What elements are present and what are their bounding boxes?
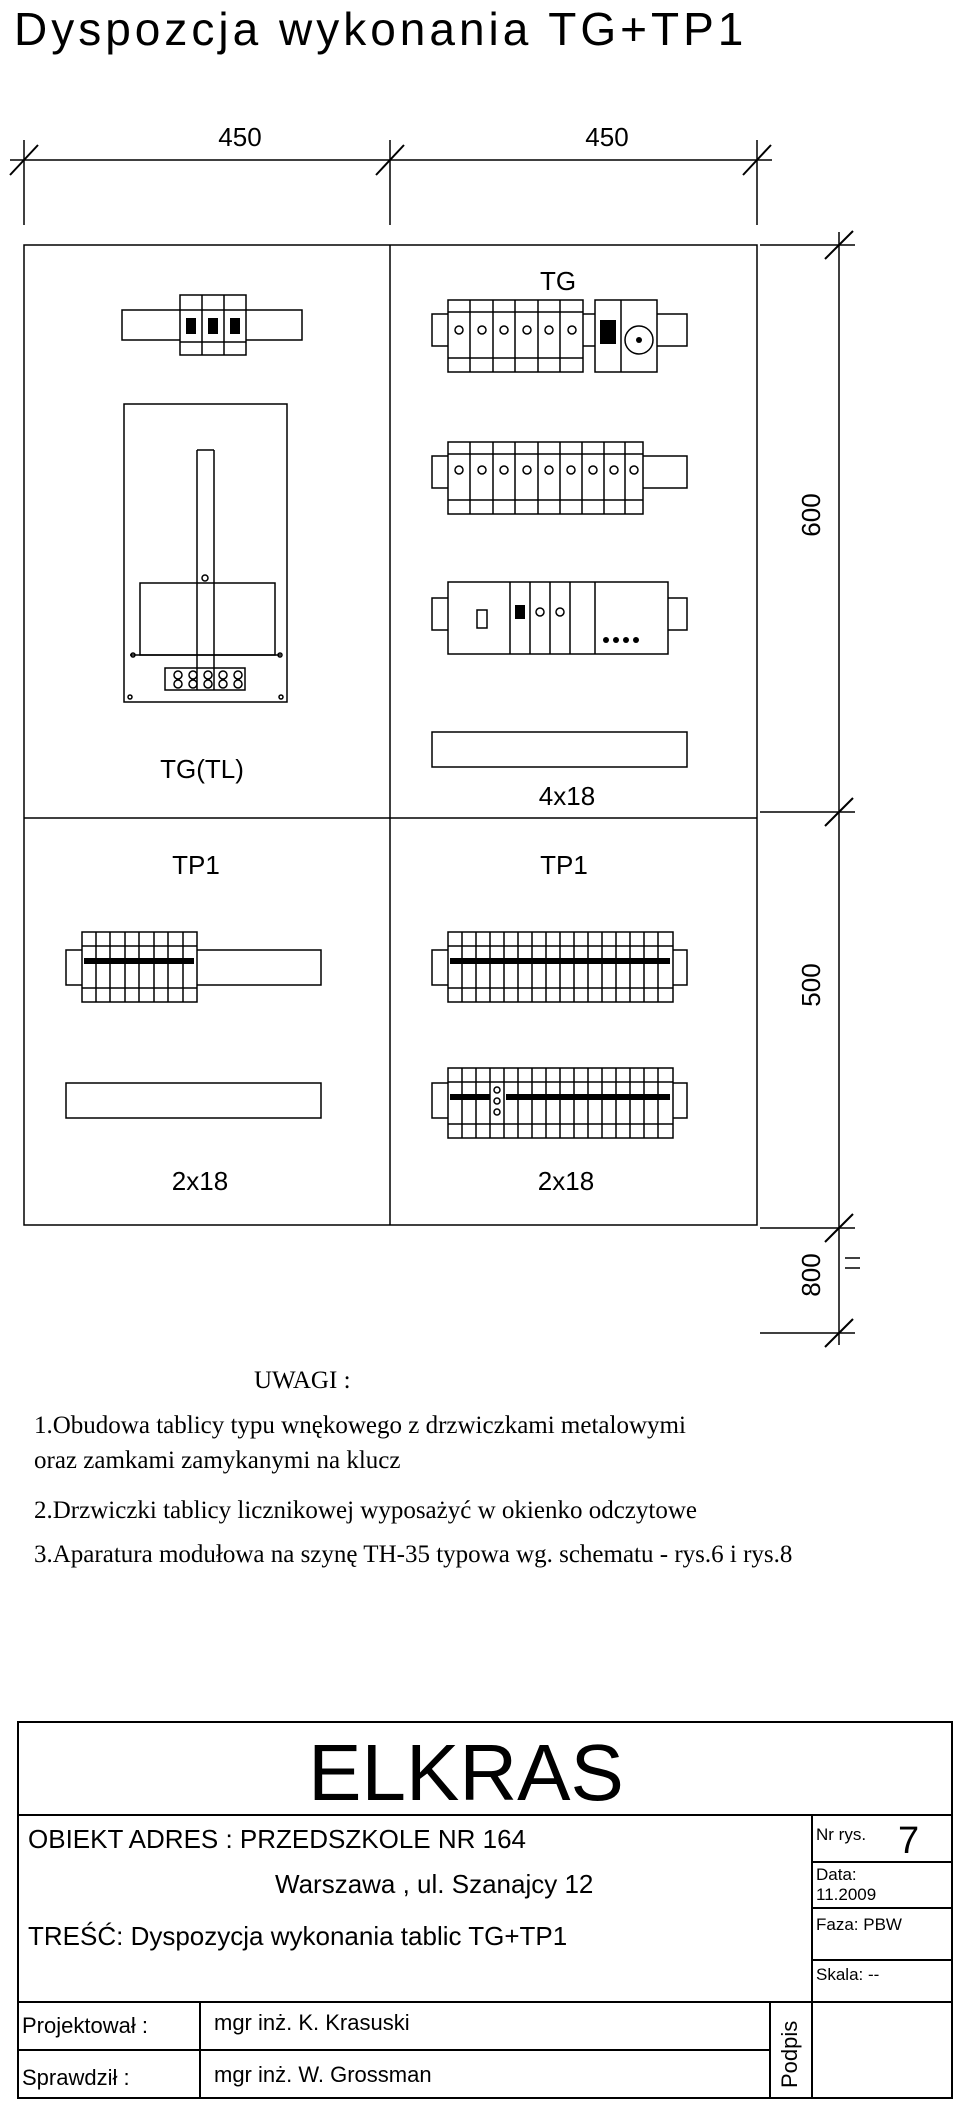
dim-right-500: 500 <box>796 963 826 1006</box>
notes-heading: UWAGI : <box>254 1367 351 1394</box>
dim-right-800: 800 <box>796 1253 826 1296</box>
label-tg-tl: TG(TL) <box>160 754 244 784</box>
tg-rail-1 <box>431 299 688 373</box>
date-value: 11.2009 <box>816 1885 876 1904</box>
enclosure-outline <box>23 244 758 1226</box>
drawing-content: TREŚĆ: Dyspozycja wykonania tablic TG+TP… <box>28 1921 567 1951</box>
drawing-number-value: 7 <box>898 1820 919 1862</box>
label-tg: TG <box>540 266 576 296</box>
designer-label: Projektował : <box>22 2013 148 2038</box>
title-block <box>17 1721 953 2099</box>
phase: Faza: PBW <box>816 1915 902 1934</box>
note-line-4: 3.Aparatura modułowa na szynę TH-35 typo… <box>34 1541 792 1568</box>
note-line-1: 1.Obudowa tablicy typu wnękowego z drzwi… <box>34 1412 686 1439</box>
signature-label: Podpis <box>777 2021 802 2088</box>
checker-label: Sprawdził : <box>22 2065 130 2090</box>
scale: Skala: -- <box>816 1965 879 1984</box>
drawing-title: Dyspozcja wykonania TG+TP1 <box>14 3 747 55</box>
top-dimension: 450 450 <box>9 122 772 225</box>
tg-rail-3 <box>431 581 688 655</box>
dim-right-600: 600 <box>796 493 826 536</box>
tg-empty-rail <box>431 731 688 768</box>
checker-name: mgr inż. W. Grossman <box>214 2062 432 2087</box>
tp1-right-rail-1 <box>431 931 688 1003</box>
tp1-left-rail-1 <box>65 931 322 1003</box>
label-tp1-right: TP1 <box>540 850 588 880</box>
designer-name: mgr inż. K. Krasuski <box>214 2010 410 2035</box>
meter-panel-tg-tl <box>121 294 303 703</box>
tg-rail-2 <box>431 441 688 515</box>
note-line-2: oraz zamkami zamykanymi na klucz <box>34 1447 401 1474</box>
dim-top-right: 450 <box>585 122 628 152</box>
label-tp1-left: TP1 <box>172 850 220 880</box>
object-address: OBIEKT ADRES : PRZEDSZKOLE NR 164 <box>28 1824 526 1854</box>
date-label: Data: <box>816 1865 857 1884</box>
right-dimension: 600 500 800 <box>760 230 860 1348</box>
label-tp1-right-size: 2x18 <box>538 1166 594 1196</box>
company-logo-text: ELKRAS <box>308 1728 624 1817</box>
tp1-left-rail-2 <box>65 1082 322 1119</box>
tp1-right-rail-2 <box>431 1067 688 1139</box>
drawing-number-label: Nr rys. <box>816 1825 866 1844</box>
label-tg-size: 4x18 <box>539 781 595 811</box>
object-street: Warszawa , ul. Szanajcy 12 <box>275 1869 593 1899</box>
note-line-3: 2.Drzwiczki tablicy licznikowej wyposaży… <box>34 1497 697 1524</box>
dim-top-left: 450 <box>218 122 261 152</box>
label-tp1-left-size: 2x18 <box>172 1166 228 1196</box>
